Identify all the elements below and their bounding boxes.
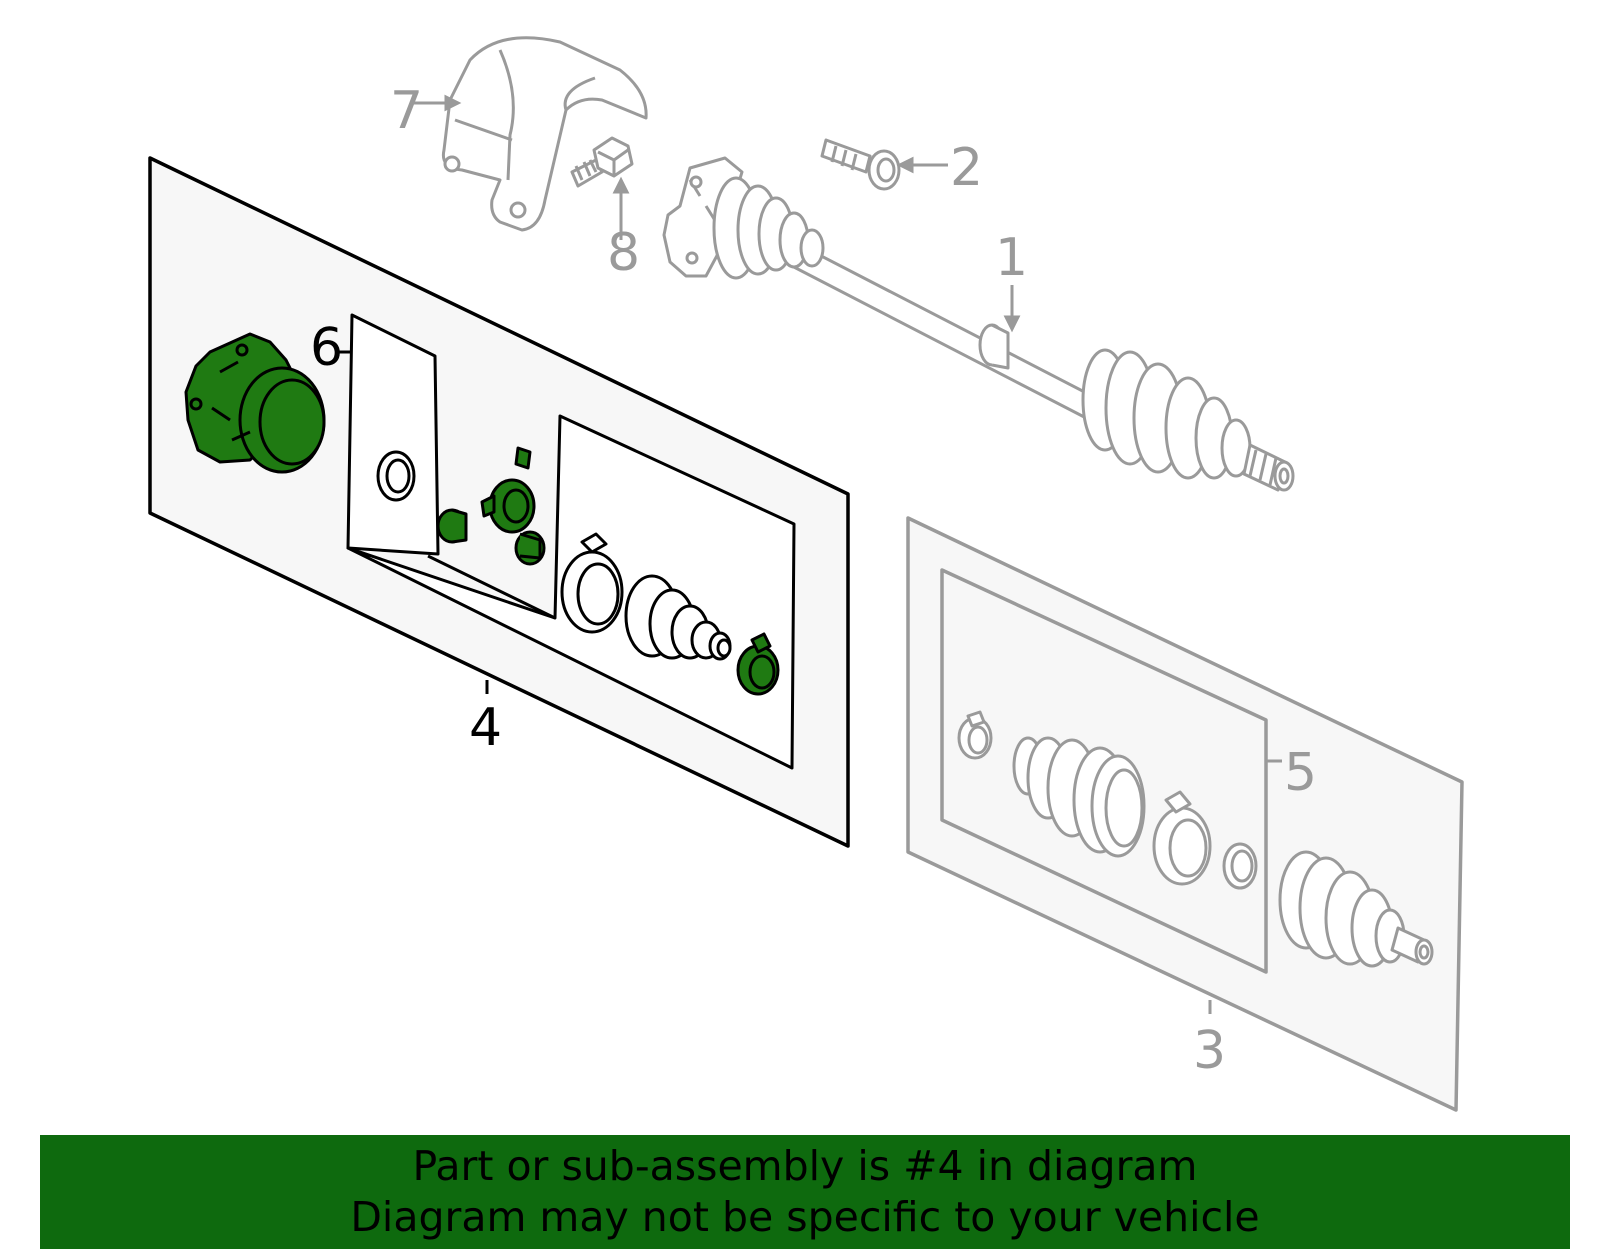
boot-clamp-large-part bbox=[560, 532, 624, 634]
leader-lines-black bbox=[336, 350, 489, 694]
info-banner: Part or sub-assembly is #4 in diagram Di… bbox=[40, 1135, 1570, 1249]
callout-4: 4 bbox=[469, 698, 502, 758]
bolt-part-8 bbox=[570, 136, 634, 188]
leader-lines-gray bbox=[414, 94, 1021, 333]
heat-shield-part-7 bbox=[441, 36, 648, 232]
drive-axle-part-1 bbox=[662, 156, 1295, 492]
joint-boot-part bbox=[624, 574, 732, 661]
boot-clamp-small-part bbox=[736, 632, 780, 696]
callout-3: 3 bbox=[1193, 1021, 1226, 1081]
joint-housing-part bbox=[184, 332, 326, 474]
banner-line-2: Diagram may not be specific to your vehi… bbox=[350, 1193, 1260, 1241]
snap-ring-part bbox=[376, 450, 416, 502]
outer-joint-parts-gray bbox=[957, 710, 1434, 968]
callout-1: 1 bbox=[995, 228, 1028, 288]
panel-inner-6b bbox=[427, 554, 556, 620]
callout-8: 8 bbox=[607, 223, 640, 283]
callout-2: 2 bbox=[950, 138, 983, 198]
callout-6: 6 bbox=[310, 318, 343, 378]
callout-7: 7 bbox=[390, 81, 423, 141]
leader-lines-gray-lower bbox=[1208, 759, 1282, 1014]
tripod-joint-part bbox=[436, 446, 546, 566]
callout-5: 5 bbox=[1284, 743, 1317, 803]
banner-line-1: Part or sub-assembly is #4 in diagram bbox=[412, 1142, 1198, 1190]
panel-part-6 bbox=[346, 313, 440, 556]
bolt-part-2 bbox=[820, 138, 901, 191]
